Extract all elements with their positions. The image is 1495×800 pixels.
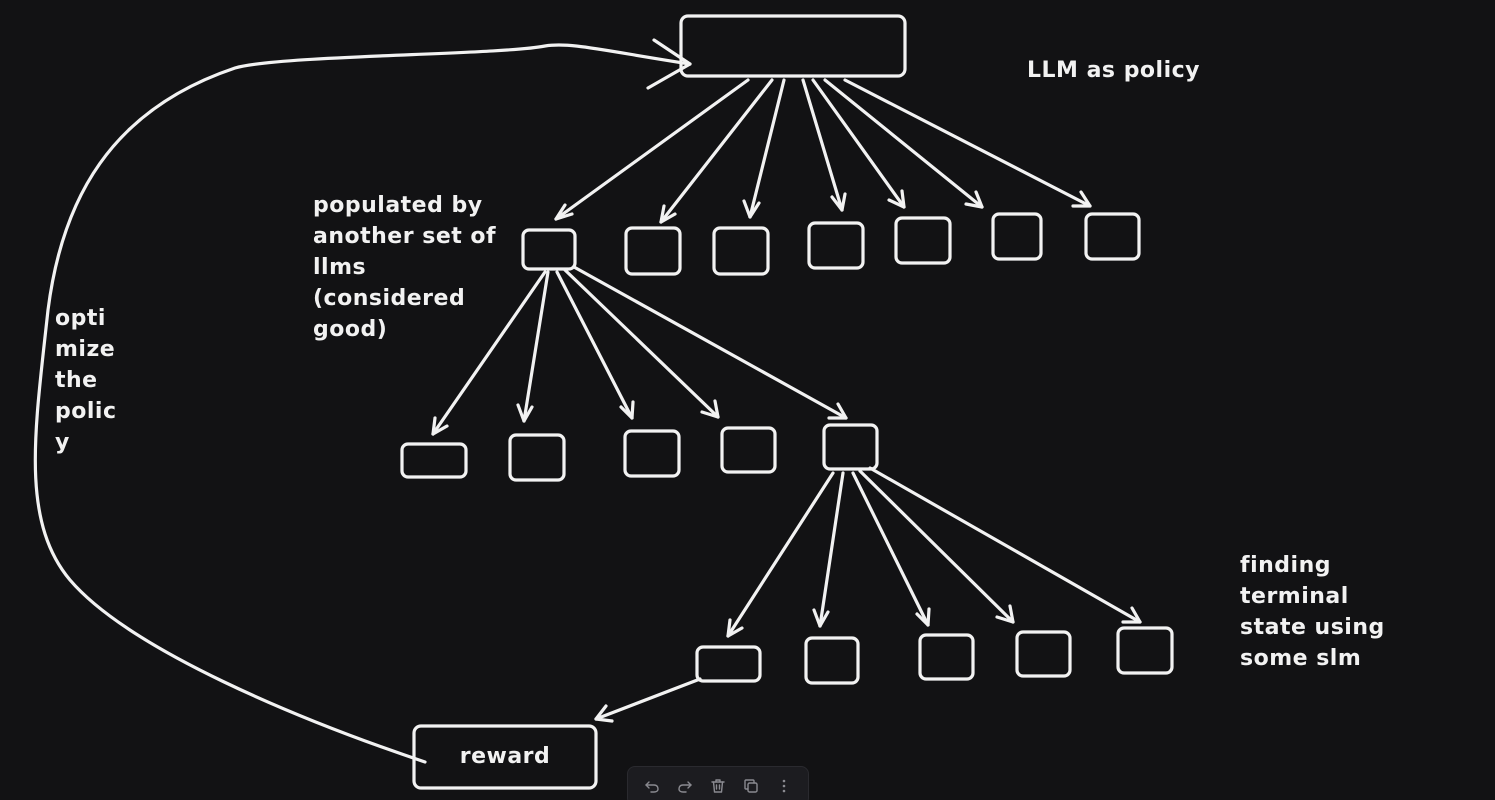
level1-box[interactable] bbox=[712, 226, 770, 276]
delete-button[interactable] bbox=[704, 772, 732, 800]
more-icon bbox=[782, 779, 785, 793]
root-box[interactable] bbox=[679, 14, 907, 78]
level2-box[interactable] bbox=[623, 429, 681, 478]
selection-toolbar bbox=[627, 766, 809, 800]
level2-box[interactable] bbox=[400, 442, 468, 479]
level3-box[interactable] bbox=[804, 636, 860, 685]
feedback-loop-arrow[interactable] bbox=[33, 43, 692, 764]
level2-box[interactable] bbox=[508, 433, 566, 482]
level3-box[interactable] bbox=[1116, 626, 1174, 675]
level1-box[interactable] bbox=[1084, 212, 1141, 261]
level1-box[interactable] bbox=[991, 212, 1043, 261]
reward-box[interactable] bbox=[412, 724, 598, 790]
root-arrows bbox=[554, 78, 1092, 224]
level1-box[interactable] bbox=[521, 228, 577, 271]
level2-box[interactable] bbox=[822, 423, 879, 471]
optimize-policy-label: opti mize the polic y bbox=[55, 306, 117, 455]
level1-box[interactable] bbox=[894, 216, 952, 265]
level1-arrows bbox=[431, 265, 848, 436]
undo-button[interactable] bbox=[638, 772, 666, 800]
redo-icon bbox=[678, 781, 692, 793]
level3-box[interactable] bbox=[695, 645, 762, 683]
redo-button[interactable] bbox=[671, 772, 699, 800]
tree-boxes bbox=[400, 14, 1174, 790]
reward-arrow bbox=[594, 677, 702, 723]
reward-label: reward bbox=[459, 744, 551, 769]
level3-box[interactable] bbox=[1015, 630, 1072, 678]
llm-policy-label: LLM as policy bbox=[1027, 58, 1201, 83]
feedback-loop-arrowhead bbox=[646, 38, 692, 90]
level1-box[interactable] bbox=[807, 221, 865, 270]
duplicate-button[interactable] bbox=[737, 772, 765, 800]
terminal-state-label: finding terminal state using some slm bbox=[1240, 553, 1385, 671]
level1-box[interactable] bbox=[624, 226, 682, 276]
level3-box[interactable] bbox=[918, 633, 975, 681]
more-button[interactable] bbox=[770, 772, 798, 800]
populated-label: populated by another set of llms (consid… bbox=[313, 193, 497, 342]
level2-arrows bbox=[726, 466, 1142, 638]
level2-box[interactable] bbox=[720, 426, 777, 474]
undo-icon bbox=[645, 781, 660, 793]
duplicate-icon bbox=[744, 779, 758, 793]
trash-icon bbox=[711, 779, 725, 793]
